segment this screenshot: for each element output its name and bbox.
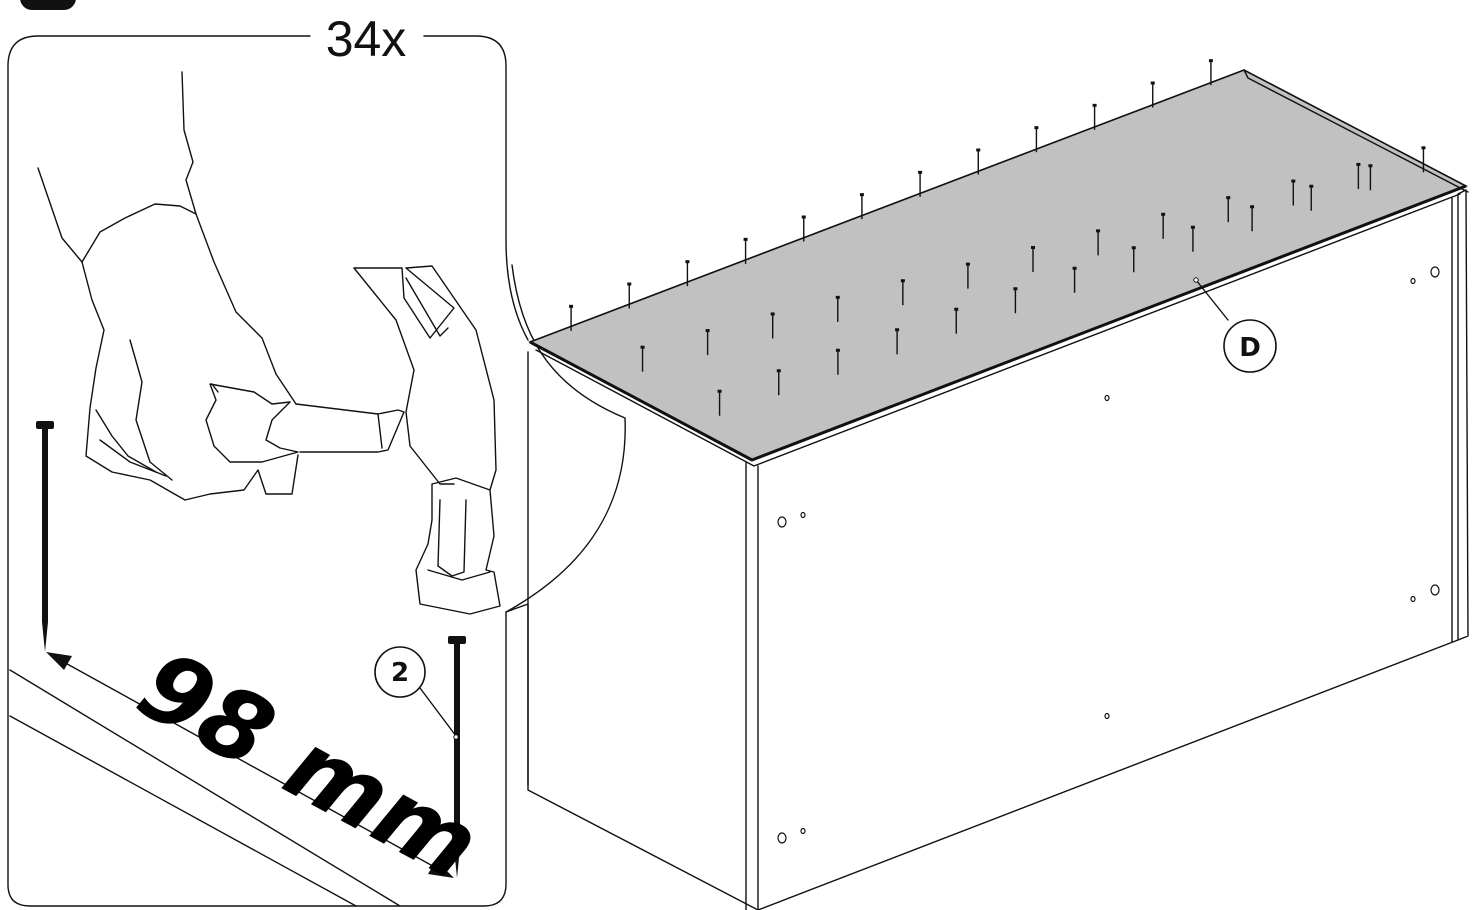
nail-head xyxy=(1356,162,1361,166)
nail-part-number: 2 xyxy=(391,658,409,688)
nail-part-number-callout: 2 xyxy=(374,646,459,740)
measurement-label: 98 mm xyxy=(121,629,497,903)
nail-head xyxy=(976,148,981,152)
nail-head xyxy=(1226,196,1231,200)
nail-head xyxy=(895,328,900,332)
nail-head xyxy=(1291,179,1296,183)
measurement-arrow xyxy=(46,652,454,878)
nail-head xyxy=(835,348,840,352)
nail-head xyxy=(1250,205,1255,209)
nail-head xyxy=(835,295,840,299)
hand-with-hammer-icon xyxy=(37,71,501,615)
nail-head xyxy=(640,345,645,349)
nail-head xyxy=(1150,81,1155,85)
quantity-label: 34x xyxy=(326,11,407,67)
nail-head xyxy=(918,170,923,174)
nail-head xyxy=(1092,103,1097,107)
nail-head xyxy=(1013,287,1018,291)
nail-head xyxy=(743,237,748,241)
panel-label-callout: D xyxy=(1193,277,1277,373)
panel-d xyxy=(528,69,1468,461)
cabinet-carcass xyxy=(527,69,1469,910)
nail-head xyxy=(1368,164,1373,168)
nail-head xyxy=(717,389,722,393)
panel-label: D xyxy=(1239,333,1261,363)
nail-icon xyxy=(448,636,466,878)
nail-head xyxy=(1131,246,1136,250)
board-edge-line xyxy=(9,669,401,907)
step-number-badge xyxy=(20,0,76,10)
nail-head xyxy=(954,307,959,311)
nail-head xyxy=(770,312,775,316)
nail-head xyxy=(1190,225,1195,229)
nail-head xyxy=(776,369,781,373)
nail-head xyxy=(1309,184,1314,188)
nail-head xyxy=(1072,266,1077,270)
nail-head xyxy=(627,282,632,286)
nail-head xyxy=(1031,246,1035,249)
nail-head xyxy=(685,260,690,264)
nail-head xyxy=(1034,126,1039,130)
board-edge-line xyxy=(9,715,357,907)
nail-head xyxy=(1161,212,1166,216)
nail-icon xyxy=(36,421,54,652)
nail-head xyxy=(705,329,710,333)
nail-head xyxy=(965,262,970,266)
nail-head xyxy=(859,193,864,197)
nail-head xyxy=(801,215,806,219)
nail-head xyxy=(569,304,574,308)
nail-head xyxy=(900,279,905,283)
nail-head xyxy=(1421,146,1426,150)
nail-head xyxy=(1096,229,1101,233)
cabinet-nails xyxy=(569,59,1426,416)
callout-panel: 34x xyxy=(7,11,626,907)
nail-head xyxy=(1208,59,1213,63)
